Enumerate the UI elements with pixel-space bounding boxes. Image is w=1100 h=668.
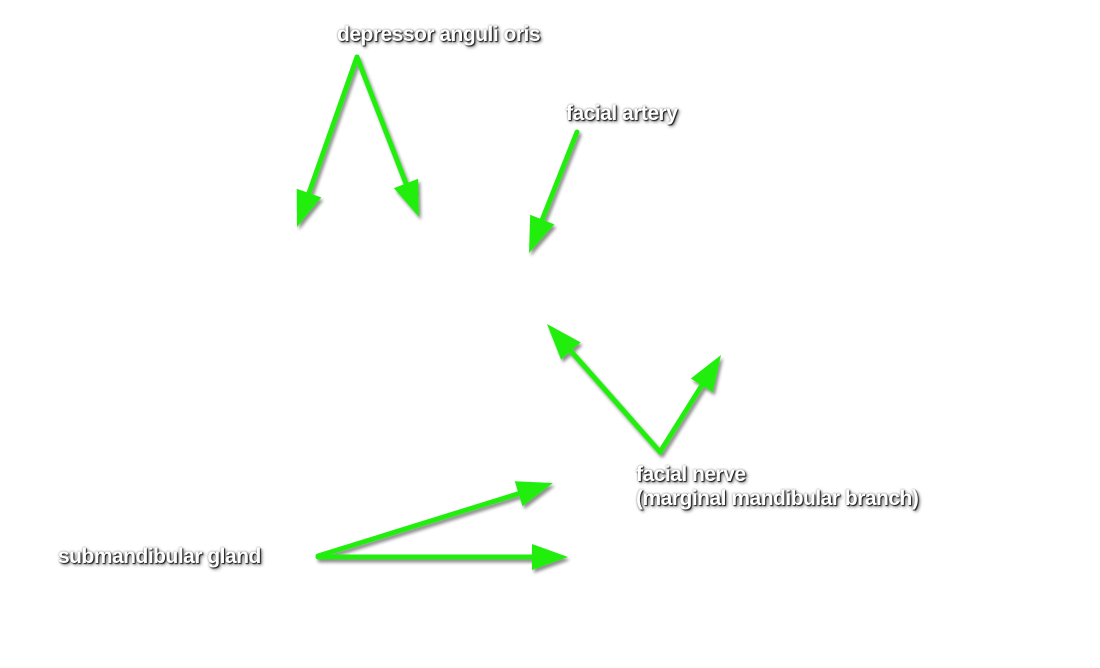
label-facial-nerve: facial nerve (marginal mandibular branch… <box>636 463 919 511</box>
arrow-submandibular-upper <box>315 481 553 559</box>
arrow-submandibular-upper-shaft <box>315 489 525 559</box>
arrow-facial-nerve-left <box>547 324 663 455</box>
arrow-depressor-left-shaft <box>305 54 360 200</box>
arrow-depressor-right <box>354 54 419 217</box>
arrow-depressor-left <box>296 54 360 227</box>
arrow-submandibular-upper-head <box>514 481 553 507</box>
arrow-facial-nerve-left-shaft <box>565 345 663 455</box>
label-submandibular-gland: submandibular gland <box>58 545 261 568</box>
arrow-facial-nerve-right-shaft <box>657 379 707 455</box>
label-facial-artery: facial artery <box>566 102 678 125</box>
arrow-facial-artery <box>529 129 580 253</box>
arrow-facial-artery-shaft <box>538 129 580 226</box>
label-depressor-anguli-oris: depressor anguli oris <box>337 23 541 46</box>
arrow-facial-nerve-right <box>657 355 721 455</box>
arrow-facial-nerve-right-head <box>690 355 721 393</box>
arrow-depressor-right-shaft <box>354 54 410 190</box>
arrow-depressor-left-head <box>296 188 322 227</box>
label-facial-nerve-title: facial nerve <box>636 463 746 486</box>
arrow-facial-artery-head <box>529 214 555 253</box>
arrow-facial-nerve-left-head <box>547 324 581 360</box>
arrow-submandibular-lower <box>315 544 568 570</box>
arrow-submandibular-lower-head <box>532 544 568 570</box>
arrow-depressor-right-head <box>393 178 419 217</box>
label-facial-nerve-branch: (marginal mandibular branch) <box>636 487 919 510</box>
